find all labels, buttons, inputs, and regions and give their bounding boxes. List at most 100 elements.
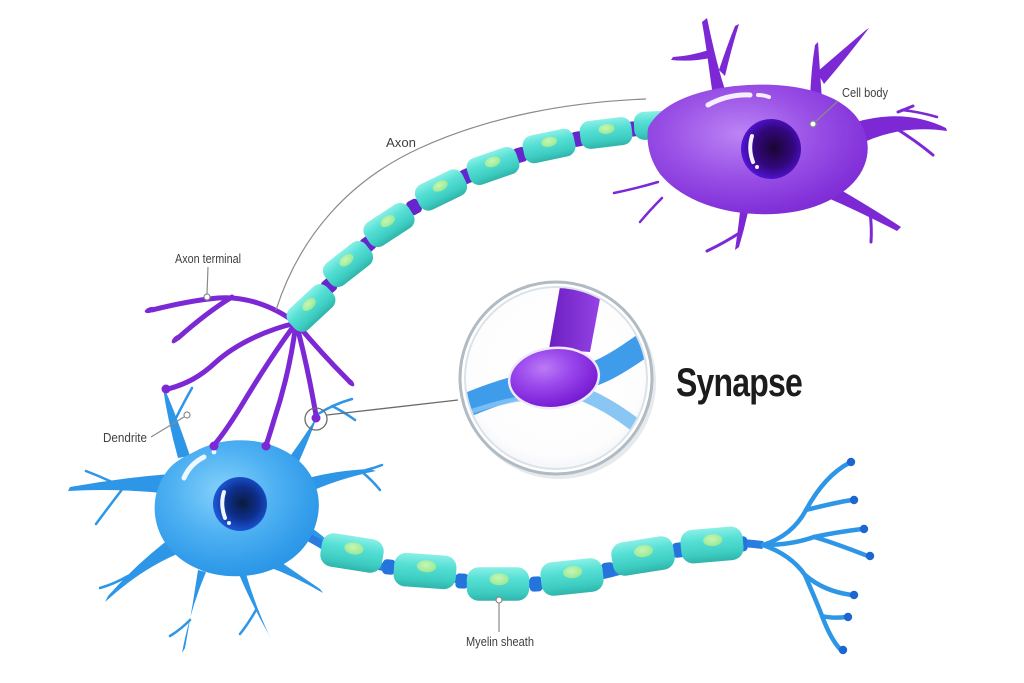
branch <box>165 320 299 392</box>
twig <box>98 574 130 590</box>
label-axon: Axon <box>386 136 416 150</box>
leader-lines <box>150 98 839 632</box>
myelin-segment <box>392 552 458 590</box>
magnifier-marker <box>304 407 328 431</box>
twig <box>94 485 126 526</box>
terminal-bulb <box>849 590 859 600</box>
axon-terminal-trunk <box>549 288 603 352</box>
label-axon-terminal: Axon terminal <box>175 252 241 266</box>
purple-dendrite-twigs <box>612 104 939 253</box>
myelin-segment <box>609 534 677 578</box>
myelin-segment <box>539 557 605 597</box>
branch <box>819 613 844 653</box>
dendrite-up-right <box>286 417 317 468</box>
dendrite-up-fork <box>719 24 739 76</box>
twig <box>168 618 192 638</box>
terminal-bulb <box>846 457 856 467</box>
node-of-ranvier <box>455 573 469 589</box>
dendrite-up-right-fork <box>817 28 869 84</box>
label-dendrite: Dendrite <box>103 431 147 445</box>
synaptic-bouton <box>261 441 271 451</box>
dendrite-left <box>68 474 170 494</box>
upper-myelin-segments <box>282 109 687 336</box>
twig <box>364 463 384 472</box>
terminal-bulb <box>838 645 848 655</box>
terminal-foot <box>144 306 156 314</box>
axon-terminal-leader <box>206 266 209 295</box>
dendrite-bottom-2 <box>238 572 271 639</box>
branch <box>803 497 855 513</box>
postsynaptic-neuron <box>68 386 384 653</box>
synaptic-bouton <box>209 441 219 451</box>
blue-body-highlight <box>181 454 207 481</box>
myelin-segment <box>318 531 386 575</box>
twig <box>705 230 743 253</box>
labels: Axon Cell body Axon terminal Dendrite My… <box>103 86 889 649</box>
purple-nucleus-highlight <box>748 134 755 164</box>
myelin-segment <box>466 567 530 601</box>
page-title: Synapse <box>676 361 802 405</box>
purple-body-highlight-dash <box>756 93 771 99</box>
twig <box>900 108 939 119</box>
myelin-segment <box>463 144 523 188</box>
terminal-foot <box>171 334 181 344</box>
branch <box>211 320 299 448</box>
branch <box>149 295 299 326</box>
dendrite-right <box>856 116 947 146</box>
purple-body-highlight <box>705 92 753 108</box>
branch <box>263 320 299 448</box>
myelin-segment <box>679 525 745 565</box>
branch <box>760 542 855 598</box>
twig <box>890 124 935 157</box>
branch <box>175 294 235 341</box>
lower-axon <box>308 457 875 655</box>
dendrite-lower-left <box>105 534 182 602</box>
branch <box>811 534 871 559</box>
blue-body-highlight-dot <box>211 449 217 455</box>
dendrite-up-right <box>810 42 822 100</box>
cell-body-leader <box>814 100 839 123</box>
dendrite-bottom-right <box>828 186 901 231</box>
terminal-bulb <box>843 612 853 622</box>
upper-axon-line <box>292 119 669 330</box>
dendrite-leader-dot <box>183 411 191 419</box>
dendrite-up-left <box>163 388 190 458</box>
terminal-bulb <box>849 495 859 505</box>
twig <box>84 469 114 484</box>
twig <box>316 397 354 416</box>
twig <box>238 608 258 636</box>
terminal-foot <box>345 377 355 387</box>
twig <box>896 104 915 114</box>
dendrite-bottom-1 <box>182 570 206 653</box>
twig <box>360 470 382 492</box>
synaptic-bouton <box>311 413 321 423</box>
purple-nucleus-highlight-dot <box>755 165 759 169</box>
dendrite-up-left <box>702 18 728 102</box>
twig <box>638 196 664 224</box>
synaptic-bulb <box>507 346 601 410</box>
dendrite-leader <box>150 416 185 438</box>
cell-body-leader-dot <box>809 120 817 128</box>
dendrite-up-left-fork <box>671 50 710 61</box>
terminal-bulb <box>865 551 875 561</box>
dendrite-right-up <box>308 469 376 490</box>
twig <box>174 386 194 420</box>
blue-nucleus-highlight <box>220 490 227 520</box>
inset-leader-line <box>326 399 459 416</box>
purple-dendrites <box>671 18 947 250</box>
upper-axon <box>282 109 687 336</box>
twig <box>868 210 873 244</box>
axon-arc <box>275 98 647 311</box>
synapse-inset <box>304 280 656 479</box>
presynaptic-neuron <box>612 18 947 253</box>
lower-axon-terminal-branches <box>760 460 871 653</box>
myelin-segment <box>520 126 578 166</box>
synaptic-bouton <box>161 384 171 394</box>
myelin-segment <box>578 115 634 151</box>
twig <box>612 180 660 195</box>
label-cell-body: Cell body <box>842 86 889 100</box>
blue-nucleus-highlight-dot <box>227 521 231 525</box>
terminal-bulb <box>859 524 869 534</box>
